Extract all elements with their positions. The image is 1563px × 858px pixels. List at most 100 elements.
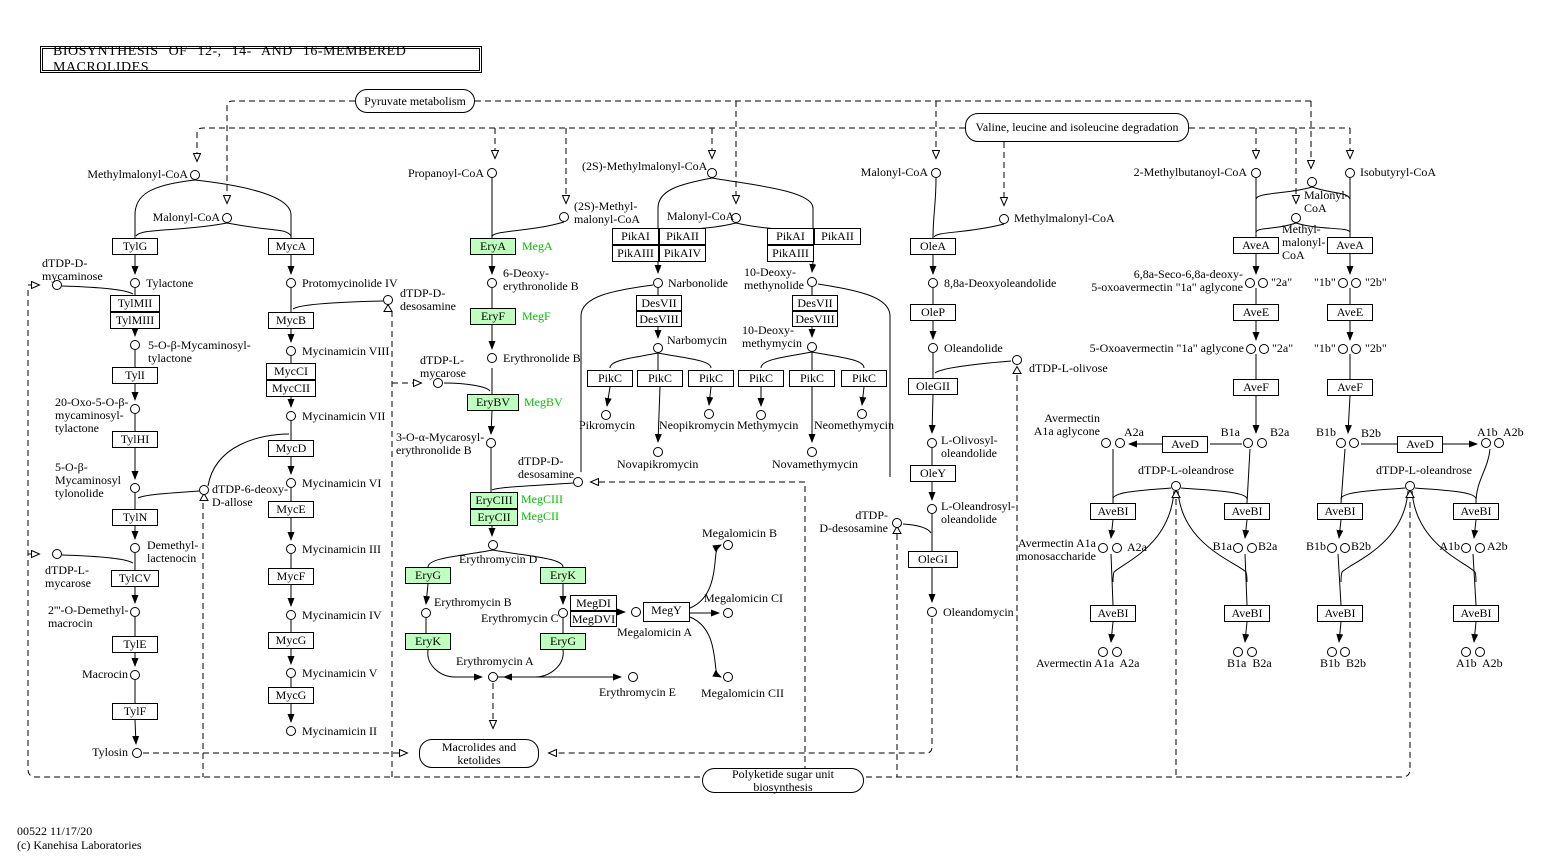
compound-circle-20-oxo-5-o-b-mycaminosyl-tylactone[interactable] xyxy=(130,404,140,414)
compound-circle-avermectin-b1a-monosaccharide[interactable] xyxy=(1233,543,1243,553)
compound-circle-oleandolide[interactable] xyxy=(928,343,938,353)
enzyme-box-tylf[interactable]: TylF xyxy=(112,703,158,720)
compound-circle-dtdp-l-oleandrose[interactable] xyxy=(1171,481,1181,491)
compound-circle-seco-aglycone-1b[interactable] xyxy=(1338,278,1348,288)
enzyme-box-pikaiv[interactable]: PikAIV xyxy=(659,245,706,262)
compound-circle-avermectin-a1a[interactable] xyxy=(1098,647,1108,657)
enzyme-box-aved[interactable]: AveD xyxy=(1397,436,1443,453)
compound-circle-seco-aglycone-1a[interactable] xyxy=(1245,278,1255,288)
compound-circle-novamethymycin[interactable] xyxy=(807,447,817,457)
compound-circle-propanoyl-coa[interactable] xyxy=(487,168,497,178)
enzyme-box-aved[interactable]: AveD xyxy=(1162,436,1208,453)
compound-circle-erythromycin-c[interactable] xyxy=(558,608,568,618)
enzyme-box-avee[interactable]: AveE xyxy=(1233,304,1279,321)
compound-circle-mycinamicin-iv[interactable] xyxy=(286,610,296,620)
enzyme-box-avebi[interactable]: AveBI xyxy=(1224,605,1270,622)
compound-circle-5-oxoavermectin-2b[interactable] xyxy=(1351,344,1361,354)
compound-circle-tylosin[interactable] xyxy=(132,748,142,758)
map-link-polyketide-sugar-unit-biosynthesis[interactable]: Polyketide sugar unit biosynthesis xyxy=(702,767,864,793)
enzyme-box-avebi[interactable]: AveBI xyxy=(1453,605,1499,622)
enzyme-box-olegi[interactable]: OleGI xyxy=(908,551,958,568)
compound-circle-dtdp-l-mycarose[interactable] xyxy=(52,549,62,559)
alt-gene-label-megciii[interactable]: MegCIII xyxy=(521,492,563,506)
compound-circle-mycinamicin-vi[interactable] xyxy=(286,478,296,488)
compound-circle-malonyl-coa[interactable] xyxy=(731,213,741,223)
compound-circle-mycinamicin-v[interactable] xyxy=(286,668,296,678)
compound-circle-avermectin-b1a-aglycone[interactable] xyxy=(1243,438,1253,448)
compound-circle-avermectin-b1b-monosaccharide[interactable] xyxy=(1327,543,1337,553)
enzyme-box-avebi[interactable]: AveBI xyxy=(1224,503,1270,520)
compound-circle-avermectin-a2b-monosaccharide[interactable] xyxy=(1475,543,1485,553)
enzyme-box-mycf[interactable]: MycF xyxy=(268,568,314,585)
enzyme-box-pikaiii[interactable]: PikAIII xyxy=(767,245,814,262)
enzyme-box-tylhi[interactable]: TylHI xyxy=(112,431,158,448)
compound-circle-demethyl-lactenocin[interactable] xyxy=(130,543,140,553)
compound-circle-neopikromycin[interactable] xyxy=(704,409,714,419)
compound-circle-avermectin-b2a[interactable] xyxy=(1247,647,1257,657)
enzyme-box-myccii[interactable]: MycCII xyxy=(266,380,316,397)
compound-circle-novapikromycin[interactable] xyxy=(653,447,663,457)
compound-circle-malonyl-coa[interactable] xyxy=(222,213,232,223)
compound-circle-tylactone[interactable] xyxy=(130,278,140,288)
enzyme-box-olep[interactable]: OleP xyxy=(910,304,956,321)
enzyme-box-pikc[interactable]: PikC xyxy=(637,370,683,387)
compound-circle-methylmalonyl-coa[interactable] xyxy=(1291,213,1301,223)
compound-circle-2-methylbutanoyl-coa[interactable] xyxy=(1251,168,1261,178)
compound-circle-megalomicin-b[interactable] xyxy=(723,540,733,550)
map-link-pyruvate-metabolism[interactable]: Pyruvate metabolism xyxy=(355,89,475,113)
compound-circle-malonyl-coa[interactable] xyxy=(931,168,941,178)
enzyme-box-megdi[interactable]: MegDI xyxy=(570,595,617,611)
enzyme-box-eryk[interactable]: EryK xyxy=(405,633,451,650)
compound-circle-5-o-b-mycaminosyl-tylonolide[interactable] xyxy=(130,483,140,493)
enzyme-box-erycii[interactable]: EryCII xyxy=(470,509,518,526)
enzyme-box-tyln[interactable]: TylN xyxy=(112,509,158,526)
compound-circle-avermectin-b1b[interactable] xyxy=(1327,647,1337,657)
enzyme-box-desviii[interactable]: DesVIII xyxy=(792,311,838,327)
compound-circle-mycinamicin-ii[interactable] xyxy=(286,726,296,736)
enzyme-box-pikaii[interactable]: PikAII xyxy=(814,228,861,245)
enzyme-box-myce[interactable]: MycE xyxy=(268,501,314,518)
map-link-macrolides-and-ketolides[interactable]: Macrolides and ketolides xyxy=(419,739,539,768)
enzyme-box-avebi[interactable]: AveBI xyxy=(1090,605,1136,622)
enzyme-box-tylg[interactable]: TylG xyxy=(112,238,158,255)
compound-circle-dtdp-l-oleandrose[interactable] xyxy=(1405,481,1415,491)
enzyme-box-avebi[interactable]: AveBI xyxy=(1317,503,1363,520)
enzyme-box-pikc[interactable]: PikC xyxy=(587,370,633,387)
enzyme-box-eryg[interactable]: EryG xyxy=(405,567,451,584)
enzyme-box-mycci[interactable]: MycCI xyxy=(266,363,316,380)
alt-gene-label-mega[interactable]: MegA xyxy=(522,239,553,253)
compound-circle-5-oxoavermectin-2a[interactable] xyxy=(1259,344,1269,354)
compound-circle-avermectin-a2a-aglycone[interactable] xyxy=(1115,438,1125,448)
enzyme-box-avebi[interactable]: AveBI xyxy=(1090,503,1136,520)
compound-circle-dtdp-6-deoxy-d-allose[interactable] xyxy=(199,485,209,495)
compound-circle-erythromycin-d[interactable] xyxy=(488,540,498,550)
compound-circle-protomycinolide-iv[interactable] xyxy=(286,278,296,288)
compound-circle-methymycin[interactable] xyxy=(756,410,766,420)
compound-circle-avermectin-b1a[interactable] xyxy=(1233,647,1243,657)
compound-circle-methylmalonyl-coa[interactable] xyxy=(190,170,200,180)
compound-circle-avermectin-b1b-aglycone[interactable] xyxy=(1336,438,1346,448)
compound-circle-avermectin-a2a-monosaccharide[interactable] xyxy=(1112,543,1122,553)
enzyme-box-avebi[interactable]: AveBI xyxy=(1453,503,1499,520)
compound-circle-dtdp-d-desosamine[interactable] xyxy=(892,518,902,528)
map-link-valine-leucine-isoleucine-degradation[interactable]: Valine, leucine and isoleucine degradati… xyxy=(965,113,1189,142)
compound-circle-seco-aglycone-2a[interactable] xyxy=(1258,278,1268,288)
compound-circle-dtdp-d-desosamine[interactable] xyxy=(383,295,393,305)
enzyme-box-eryf[interactable]: EryF xyxy=(470,308,516,325)
compound-circle-avermectin-b2b-aglycone[interactable] xyxy=(1349,438,1359,448)
compound-circle-seco-aglycone-2b[interactable] xyxy=(1351,278,1361,288)
compound-circle-pikromycin[interactable] xyxy=(601,410,611,420)
compound-circle-erythronolide-b[interactable] xyxy=(487,353,497,363)
enzyme-box-erya[interactable]: EryA xyxy=(470,238,516,255)
enzyme-box-oley[interactable]: OleY xyxy=(910,465,956,482)
enzyme-box-mycd[interactable]: MycD xyxy=(268,440,314,457)
compound-circle-malonyl-coa[interactable] xyxy=(1307,177,1317,187)
enzyme-box-mycg[interactable]: MycG xyxy=(268,687,314,704)
enzyme-box-myca[interactable]: MycA xyxy=(268,238,314,255)
compound-circle-erythromycin-b[interactable] xyxy=(421,608,431,618)
compound-circle-5-oxoavermectin-1a[interactable] xyxy=(1246,344,1256,354)
compound-circle-megalomicin-ci[interactable] xyxy=(723,608,733,618)
enzyme-box-erybv[interactable]: EryBV xyxy=(467,394,519,411)
compound-circle-neomethymycin[interactable] xyxy=(857,409,867,419)
enzyme-box-megy[interactable]: MegY xyxy=(643,602,690,622)
